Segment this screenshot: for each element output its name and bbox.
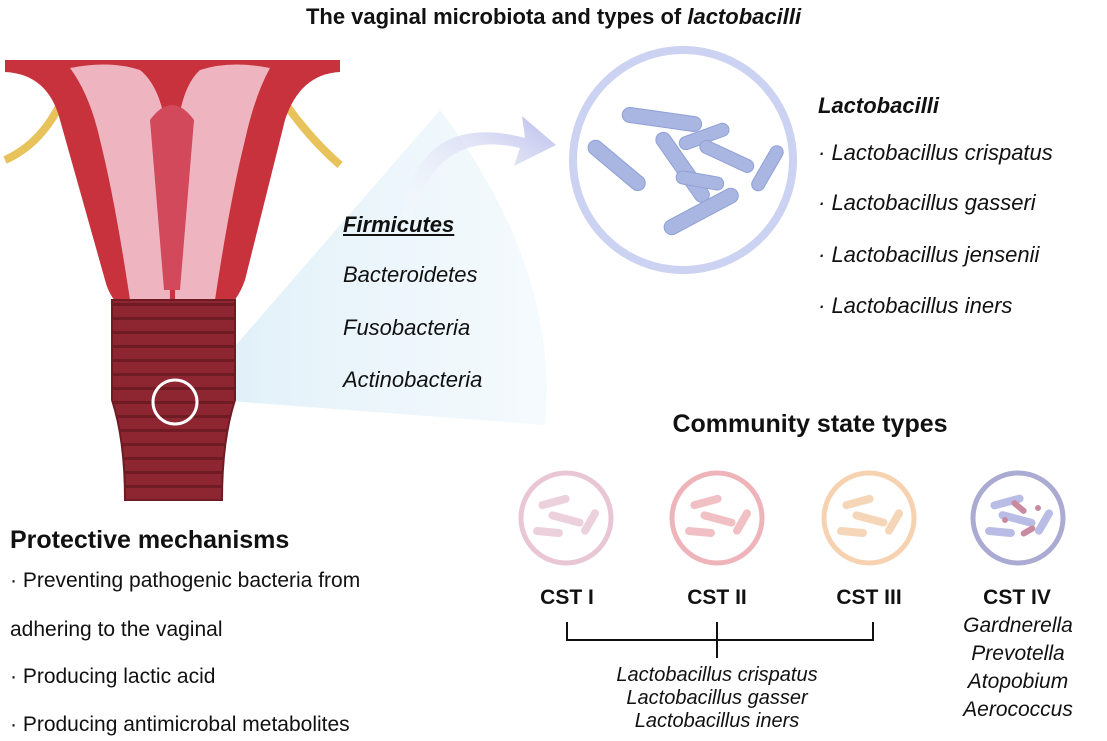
protective-item-3: · Producing antimicrobal metabolites	[10, 713, 350, 736]
cst-ii-label: CST II	[687, 586, 747, 609]
cst-heading: Community state types	[672, 410, 948, 438]
vagina	[111, 299, 236, 501]
phylum-firmicutes: Firmicutes	[343, 212, 455, 237]
cst-i-label: CST I	[540, 586, 594, 609]
cst4-prevotella: Prevotella	[971, 642, 1065, 665]
species-jensenii: · Lactobacillus jensenii	[818, 242, 1040, 267]
cst-iii-label: CST III	[836, 586, 902, 609]
species-gasseri: · Lactobacillus gasseri	[818, 190, 1036, 215]
lactobacilli-bacteria	[587, 106, 784, 236]
cst-circles	[518, 470, 1066, 566]
shared-species-iners: Lactobacillus iners	[634, 710, 800, 732]
species-crispatus: · Lactobacillus crispatus	[818, 140, 1053, 165]
uterus-inner-left	[70, 64, 170, 300]
phylum-fusobacteria: Fusobacteria	[343, 315, 471, 340]
shared-species-crispatus: Lactobacillus crispatus	[616, 664, 818, 686]
cst4-atopobium: Atopobium	[967, 670, 1069, 693]
cst-iv-label: CST IV	[983, 586, 1051, 609]
curved-arrow	[400, 116, 556, 218]
uterus-cavity	[150, 105, 194, 290]
cst4-aerococcus: Aerococcus	[963, 698, 1073, 721]
zoom-fan	[190, 110, 547, 425]
phylum-actinobacteria: Actinobacteria	[343, 367, 483, 392]
cst-shared-species: Lactobacillus crispatus Lactobacillus ga…	[567, 664, 867, 733]
species-iners: · Lactobacillus iners	[818, 293, 1013, 318]
shared-species-gasser: Lactobacillus gasser	[626, 687, 808, 709]
cst4-gardnerella: Gardnerella	[963, 614, 1073, 637]
title-text: The vaginal microbiota and types of	[305, 4, 688, 29]
cst-bracket	[566, 622, 874, 658]
protective-item-1-cont: adhering to the vaginal	[10, 618, 223, 641]
cst-iv-species: Gardnerella Prevotella Atopobium Aerococ…	[938, 612, 1098, 724]
protective-item-2: · Producing lactic acid	[10, 665, 216, 688]
zoom-circle	[151, 378, 199, 426]
protective-heading: Protective mechanisms	[10, 526, 290, 554]
lactobacilli-heading: Lactobacilli	[818, 93, 940, 118]
diagram-title: The vaginal microbiota and types of lact…	[0, 4, 1107, 30]
uterus-inner-right	[175, 64, 270, 300]
protective-item-1: · Preventing pathogenic bacteria from	[10, 569, 361, 592]
phylum-bacteroidetes: Bacteroidetes	[343, 262, 478, 287]
title-italic: lactobacilli	[687, 4, 802, 29]
